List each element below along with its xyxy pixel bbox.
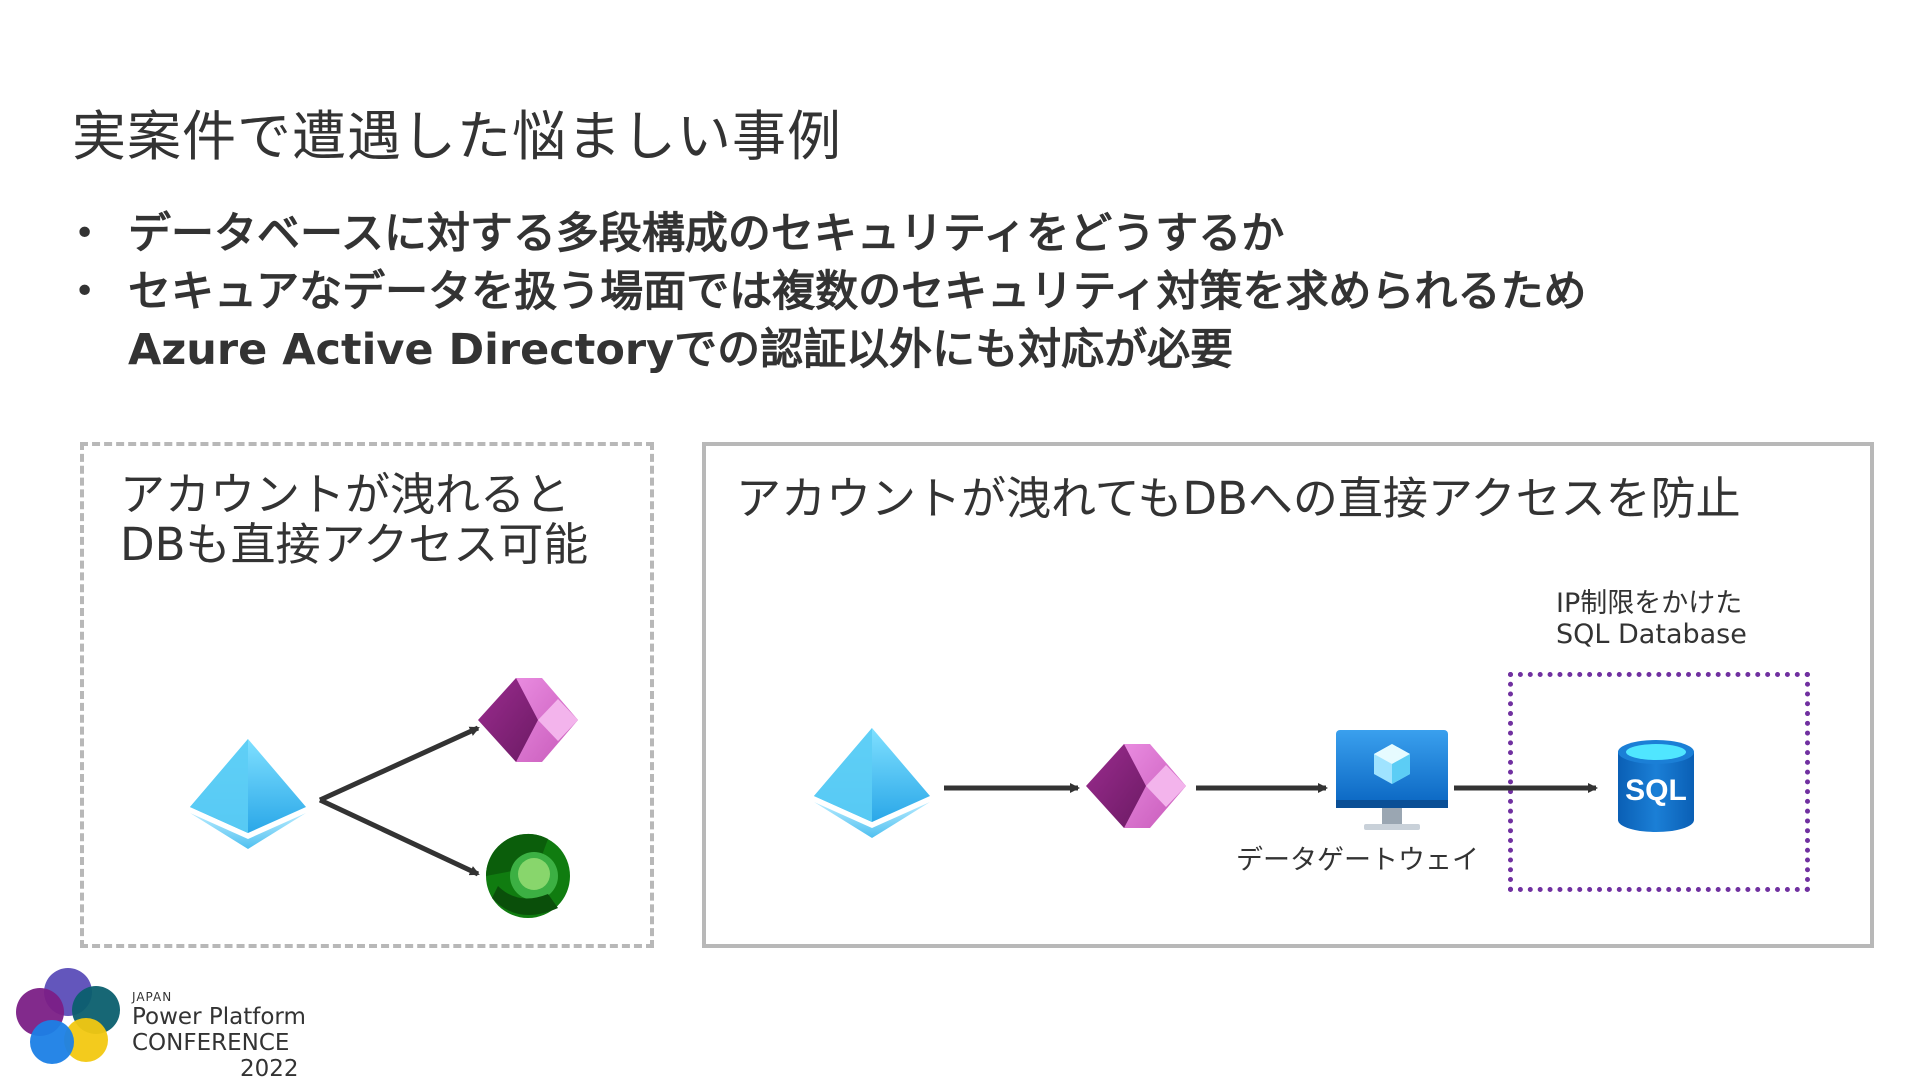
bullet-marker: • <box>74 213 96 254</box>
conference-logo-mark <box>16 968 120 1064</box>
sql-label-line: IP制限をかけた <box>1556 588 1743 619</box>
logo-product: Power Platform <box>132 1004 306 1030</box>
power-apps-icon <box>478 678 578 762</box>
bullet-list: • データベースに対する多段構成のセキュリティをどうするか • セキュアなデータ… <box>72 205 1852 379</box>
bullet-marker: • <box>74 271 96 312</box>
bullet-text: データベースに対する多段構成のセキュリティをどうするか <box>128 209 1285 259</box>
sql-database-label: IP制限をかけた SQL Database <box>1556 588 1747 650</box>
right-panel-box <box>702 442 1874 948</box>
data-gateway-monitor-icon <box>1336 730 1448 830</box>
right-panel-title: アカウントが洩れてもDBへの直接アクセスを防止 <box>736 472 1741 525</box>
left-panel-title-line: DBも直接アクセス可能 <box>120 518 589 571</box>
slide-title: 実案件で遭遇した悩ましい事例 <box>72 105 842 168</box>
sql-ip-restriction-dotted-box <box>1508 672 1810 892</box>
bullet-item: • データベースに対する多段構成のセキュリティをどうするか <box>72 205 1852 263</box>
logo-country: JAPAN <box>132 990 173 1004</box>
left-panel-title-line: アカウントが洩れると <box>120 468 571 521</box>
conference-logo-text: JAPAN Power Platform CONFERENCE 2022 <box>132 990 306 1082</box>
bullet-text: Azure Active Directoryでの認証以外にも対応が必要 <box>128 325 1234 375</box>
sql-database-icon: SQL <box>1618 740 1694 832</box>
azure-active-directory-icon <box>190 739 306 849</box>
gateway-label: データゲートウェイ <box>1236 845 1479 876</box>
arrow <box>318 725 480 877</box>
left-panel-dashed-box <box>80 442 654 948</box>
left-panel-title: アカウントが洩れると DBも直接アクセス可能 <box>120 470 588 570</box>
power-apps-icon <box>1086 744 1186 828</box>
sql-icon-text: SQL <box>1625 774 1687 807</box>
azure-active-directory-icon <box>814 728 930 838</box>
sql-label-line: SQL Database <box>1556 619 1747 650</box>
bullet-text: セキュアなデータを扱う場面では複数のセキュリティ対策を求められるため <box>128 267 1587 317</box>
logo-event: CONFERENCE <box>132 1030 290 1056</box>
bullet-item: • セキュアなデータを扱う場面では複数のセキュリティ対策を求められるため Azu… <box>72 263 1852 379</box>
logo-year: 2022 <box>240 1056 299 1082</box>
dataverse-icon <box>485 833 570 918</box>
